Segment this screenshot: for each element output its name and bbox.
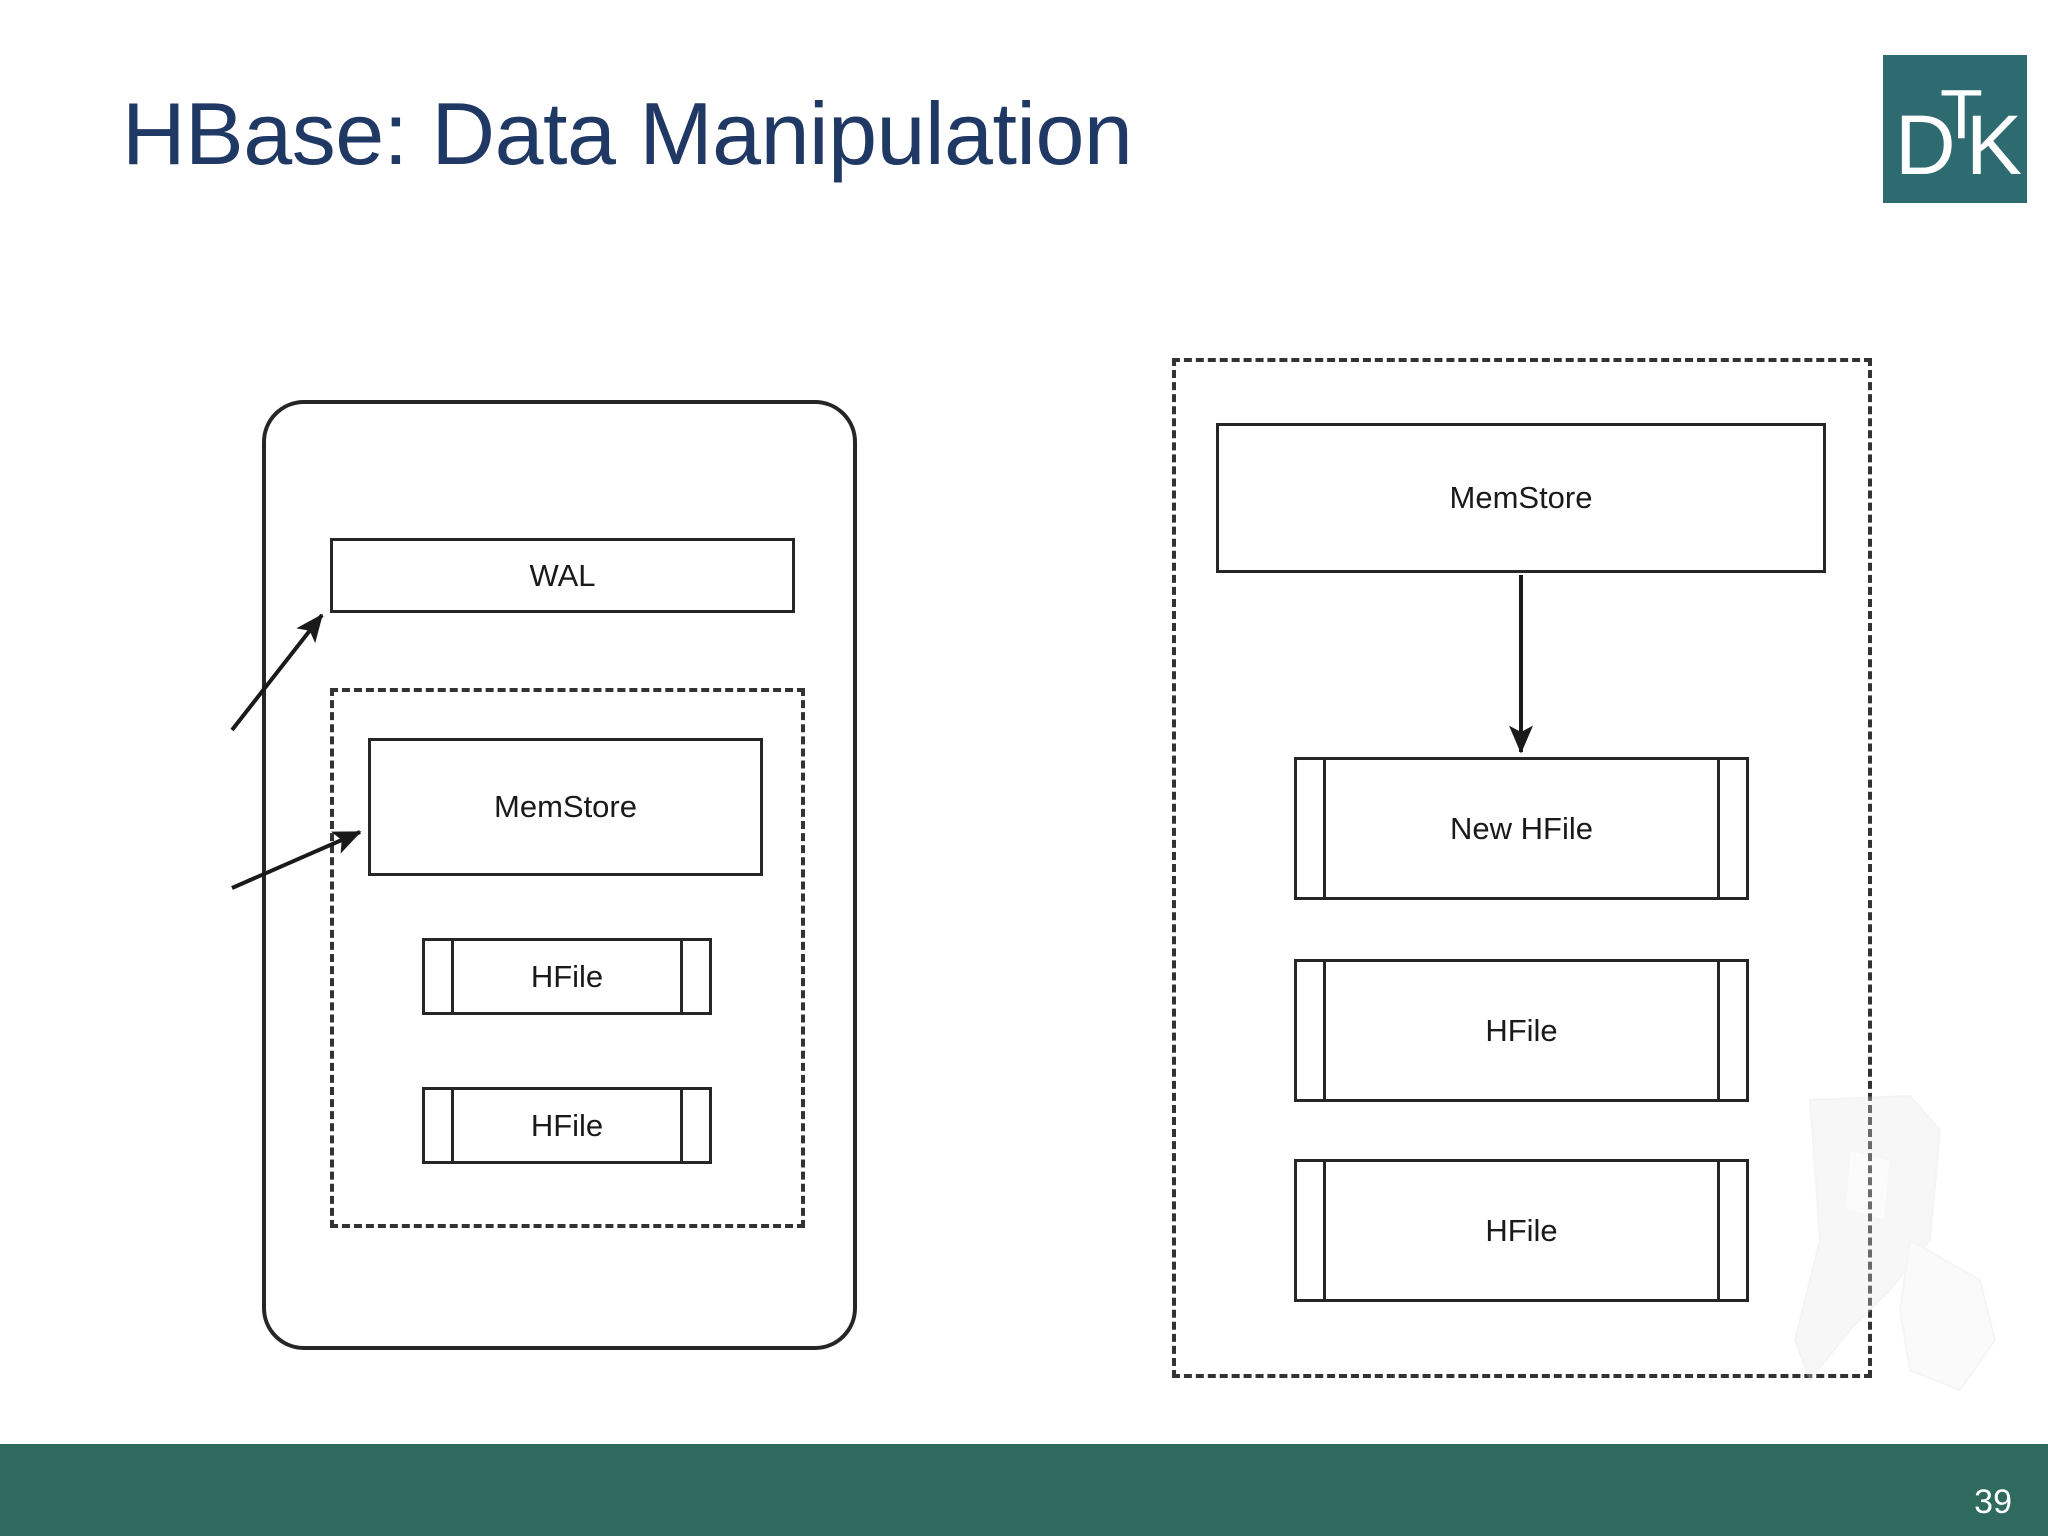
wal-box: WAL [330,538,795,613]
memstore-box-right: MemStore [1216,423,1826,573]
hfile-label-right-1: HFile [1485,1012,1558,1048]
logo-letter-t: T [1940,75,1983,153]
flush-dashed-boundary [1172,358,1872,1378]
dtk-logo-text: D T K [1883,55,2027,203]
logo-letter-k: K [1966,98,2022,192]
hfile-box-right-2: HFile [1294,1159,1749,1302]
hfile-box-left-2: HFile [422,1087,712,1164]
new-hfile-box: New HFile [1294,757,1749,900]
memstore-label-left: MemStore [494,789,637,824]
hfile-box-right-1: HFile [1294,959,1749,1102]
logo-letter-d: D [1895,98,1956,192]
store-dashed-boundary [330,688,805,1228]
page-number: 39 [1974,1483,2012,1521]
wal-label: WAL [529,557,596,593]
memstore-box-left: MemStore [368,738,763,876]
hfile-box-left-1: HFile [422,938,712,1015]
hfile-label-left-1: HFile [530,958,604,994]
footer-bar: 39 [0,1444,2048,1536]
hfile-label-right-2: HFile [1485,1212,1558,1248]
hfile-label-left-2: HFile [530,1107,604,1143]
dtk-logo: D T K [1883,55,2027,203]
page-title: HBase: Data Manipulation [122,84,1133,183]
new-hfile-label: New HFile [1450,810,1593,846]
memstore-label-right: MemStore [1449,480,1593,515]
